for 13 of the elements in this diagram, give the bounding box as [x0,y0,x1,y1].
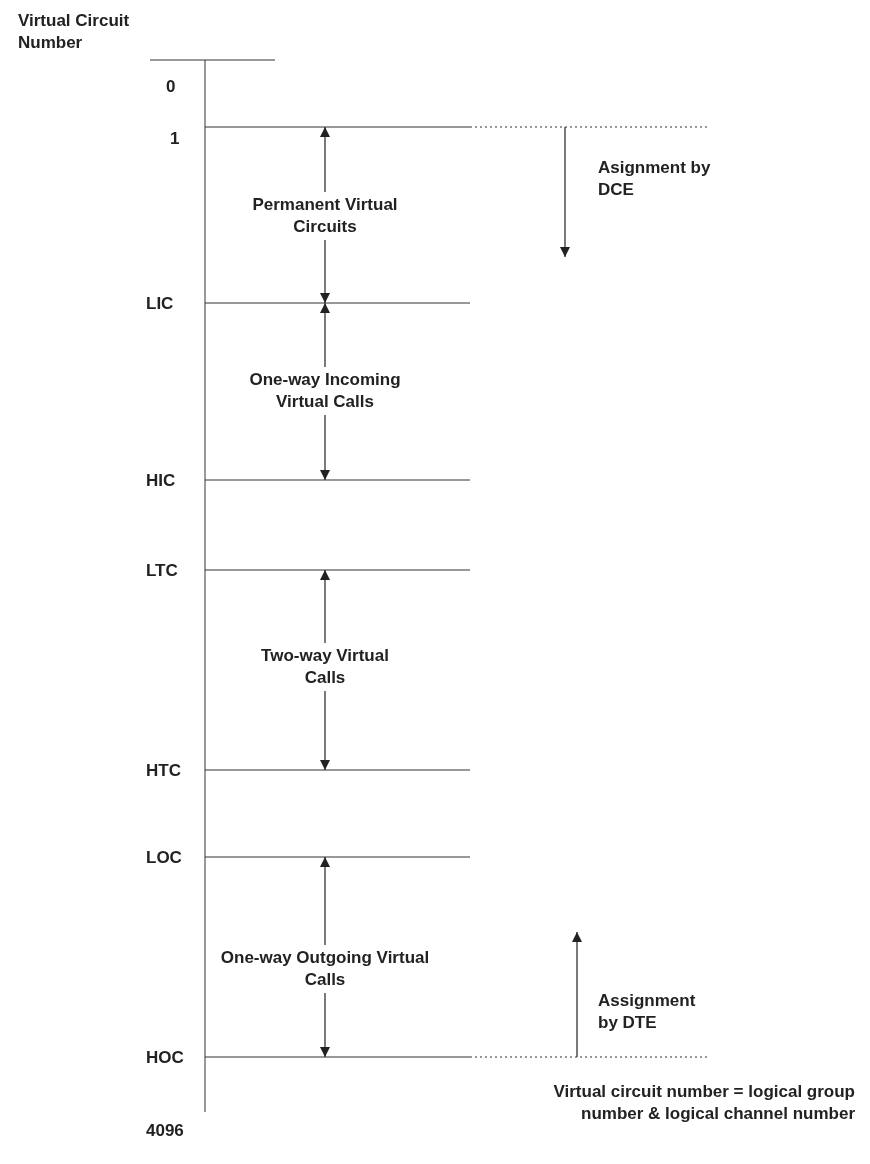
direction-note: Asignment by DCE [598,157,712,201]
tick-label: HIC [146,470,177,492]
tick-label: LTC [146,560,179,582]
footnote: Virtual circuit number = logical group number & logical channel number [552,1081,855,1125]
tick-label: 4096 [146,1120,185,1142]
tick-label: 0 [166,76,177,98]
tick-label: 1 [170,128,181,150]
tick-label: LIC [146,293,175,315]
tick-label: HTC [146,760,182,782]
tick-label: LOC [146,847,183,869]
axis-title: Virtual Circuit Number [18,10,131,54]
direction-note: Assignment by DTE [598,990,697,1034]
tick-label: HOC [146,1047,185,1069]
